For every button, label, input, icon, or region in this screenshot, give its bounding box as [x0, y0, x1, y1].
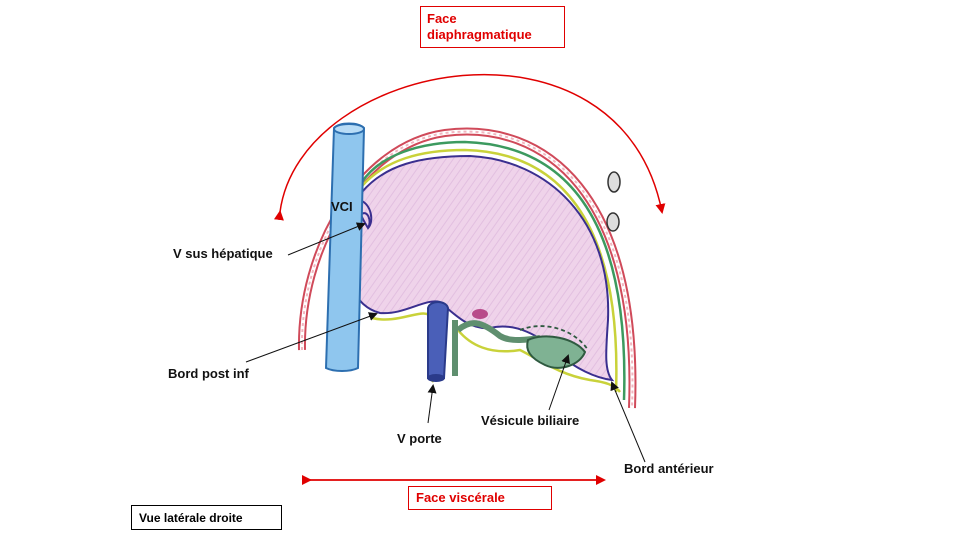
view-caption-box: Vue latérale droite [131, 505, 282, 530]
peritoneum-layer [360, 140, 626, 401]
leader-vesicule [548, 354, 570, 411]
label-v-porte: V porte [397, 431, 442, 446]
portal-vein [427, 301, 450, 382]
label-vci: VCI [331, 199, 353, 214]
face-viscerale-box: Face viscérale [408, 486, 552, 510]
leader-bord-post-inf [245, 312, 378, 363]
label-vesicule-biliaire: Vésicule biliaire [481, 413, 580, 428]
label-v-sus-hepatique: V sus hépatique [173, 246, 273, 261]
leader-v-sus-hepatique [287, 222, 366, 256]
face-diaphragmatique-arc [273, 73, 666, 221]
gallbladder [519, 325, 589, 369]
leader-bord-anterieur [610, 381, 646, 463]
serosa-layer [361, 148, 618, 393]
leader-v-porte [427, 384, 437, 424]
vci-vessel [324, 122, 366, 372]
label-bord-post-inf: Bord post inf [168, 366, 249, 381]
face-diaphragmatique-box: Face diaphragmatique [420, 6, 565, 48]
label-bord-anterieur: Bord antérieur [624, 461, 714, 476]
rib-markers [606, 171, 621, 232]
hepatic-pedicle [456, 320, 541, 343]
